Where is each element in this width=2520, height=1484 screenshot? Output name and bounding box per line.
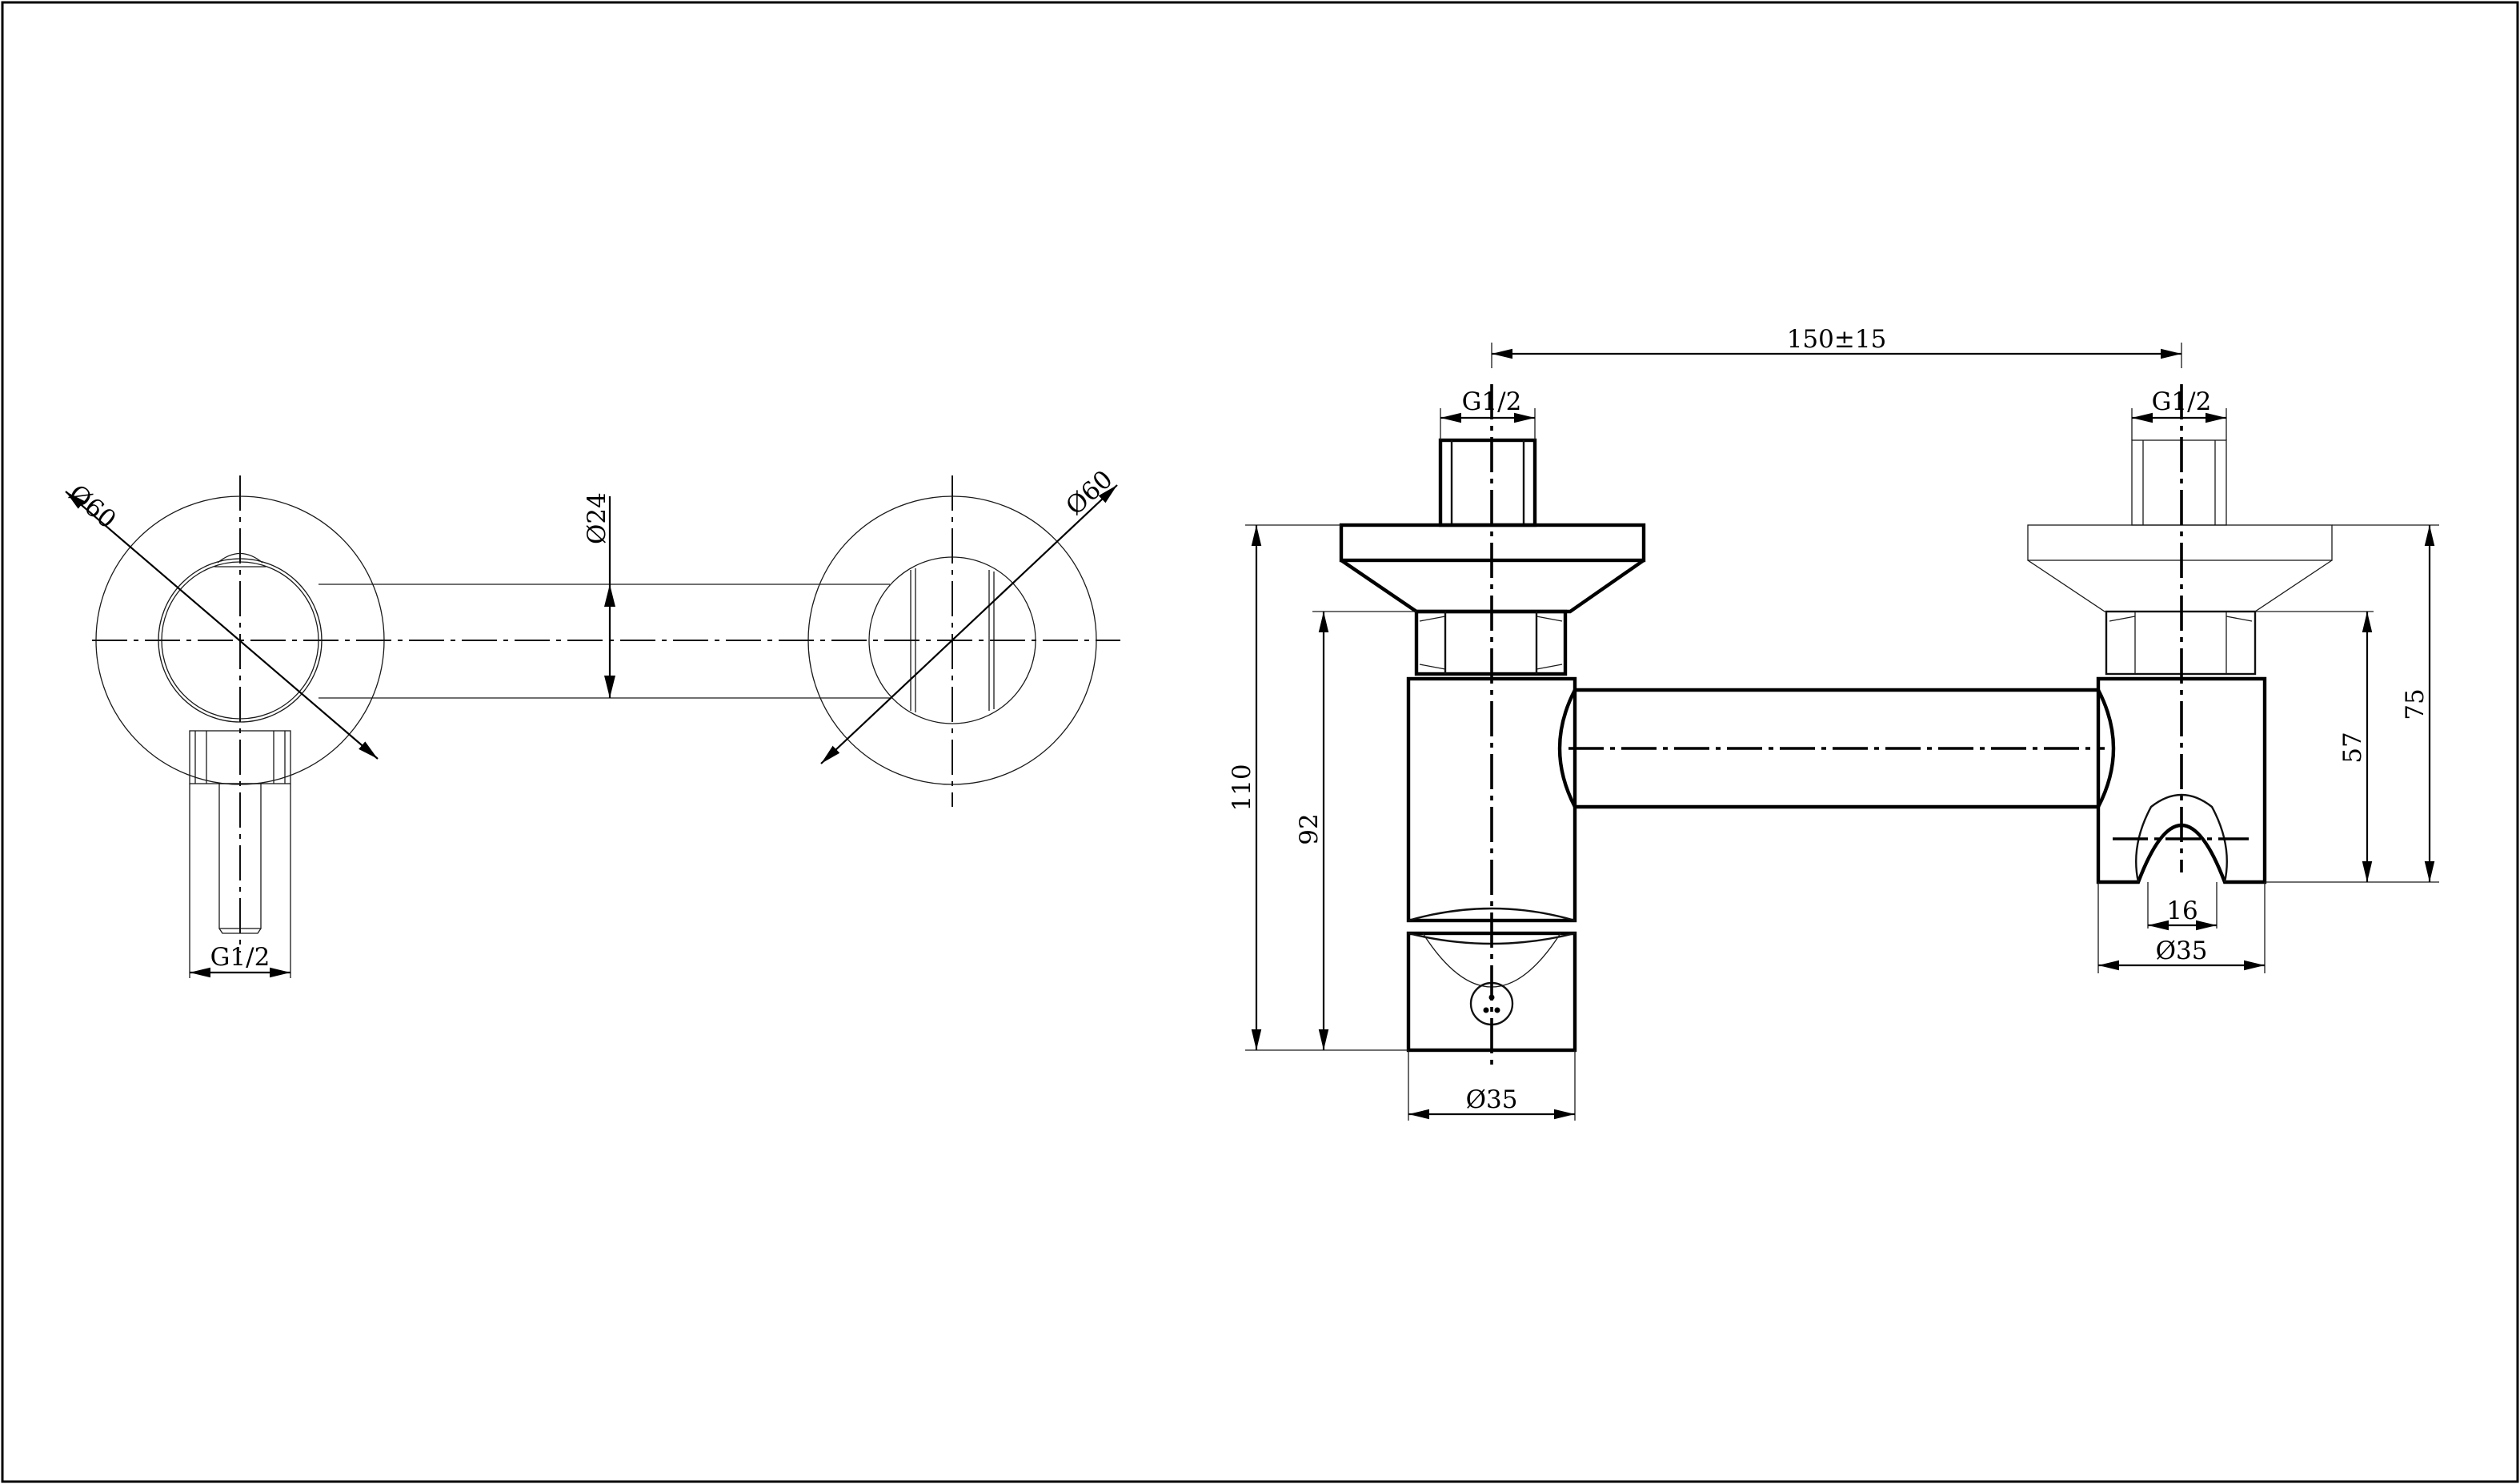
height-right-label: 75 — [2401, 688, 2430, 720]
height-body-label: 92 — [1295, 813, 1324, 844]
right-side-view — [1245, 343, 2439, 1121]
left-dia-leader-b — [820, 484, 1118, 764]
right-flange — [2027, 524, 2333, 561]
top-spacing-label: 150±15 — [1787, 325, 1887, 354]
thread-left-label: G1/2 — [1462, 387, 1522, 416]
outlet-arc — [2135, 793, 2228, 883]
outlet-dia-label: Ø35 — [2156, 937, 2208, 965]
right-inlet-thread — [2131, 439, 2227, 526]
left-body-bottom-curve — [1408, 907, 1576, 922]
left-dia-leader-a — [65, 491, 379, 760]
left-thread-label: G1/2 — [210, 943, 270, 972]
left-front-view — [65, 475, 1120, 978]
outlet-width-label: 16 — [2166, 896, 2197, 925]
height-outlet-label: 57 — [2338, 732, 2367, 763]
thread-right-label: G1/2 — [2152, 387, 2212, 416]
height-total-label: 110 — [1228, 764, 1256, 811]
left-inlet-thread — [1438, 438, 1537, 527]
left-dia-label-b: Ø60 — [1060, 465, 1118, 521]
body-dia-label: Ø35 — [1466, 1085, 1518, 1114]
left-pipe-dia-label: Ø24 — [583, 492, 611, 544]
left-dia-label-a: Ø60 — [63, 479, 122, 535]
